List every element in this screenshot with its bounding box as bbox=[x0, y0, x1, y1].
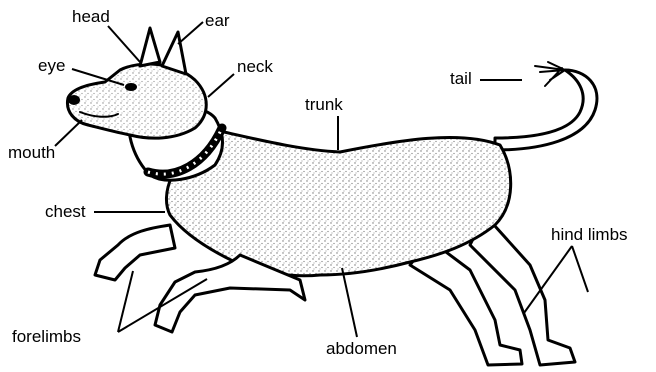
label-neck-text: neck bbox=[237, 57, 273, 76]
dog-nose bbox=[68, 95, 80, 105]
dog-eye bbox=[125, 83, 137, 91]
leader-head bbox=[108, 26, 140, 62]
label-trunk: trunk bbox=[305, 95, 343, 150]
leader-forelimbs-a bbox=[118, 271, 133, 332]
leader-neck bbox=[208, 74, 234, 97]
label-tail-text: tail bbox=[450, 69, 472, 88]
label-ear: ear bbox=[178, 11, 230, 44]
label-ear-text: ear bbox=[205, 11, 230, 30]
label-forelimbs-text: forelimbs bbox=[12, 327, 81, 346]
leader-abdomen bbox=[342, 268, 357, 337]
label-mouth: mouth bbox=[8, 120, 82, 162]
label-abdomen-text: abdomen bbox=[326, 339, 397, 358]
label-neck: neck bbox=[208, 57, 273, 97]
label-eye-text: eye bbox=[38, 56, 65, 75]
label-mouth-text: mouth bbox=[8, 143, 55, 162]
label-eye: eye bbox=[38, 56, 124, 85]
tail-tuft bbox=[535, 62, 565, 86]
leader-hind-limbs-b bbox=[572, 246, 588, 292]
label-hind-limbs-text: hind limbs bbox=[551, 225, 628, 244]
label-tail: tail bbox=[450, 69, 522, 88]
label-chest: chest bbox=[45, 202, 165, 221]
leader-ear bbox=[178, 22, 203, 44]
dog-tail bbox=[495, 70, 597, 150]
dog-ear-right bbox=[162, 32, 186, 74]
dog-foreleg-far bbox=[95, 225, 175, 280]
label-head-text: head bbox=[72, 7, 110, 26]
label-trunk-text: trunk bbox=[305, 95, 343, 114]
label-head: head bbox=[72, 7, 140, 62]
leader-mouth bbox=[55, 120, 82, 146]
label-chest-text: chest bbox=[45, 202, 86, 221]
label-abdomen: abdomen bbox=[326, 268, 397, 358]
dog-ear-left bbox=[140, 28, 160, 66]
